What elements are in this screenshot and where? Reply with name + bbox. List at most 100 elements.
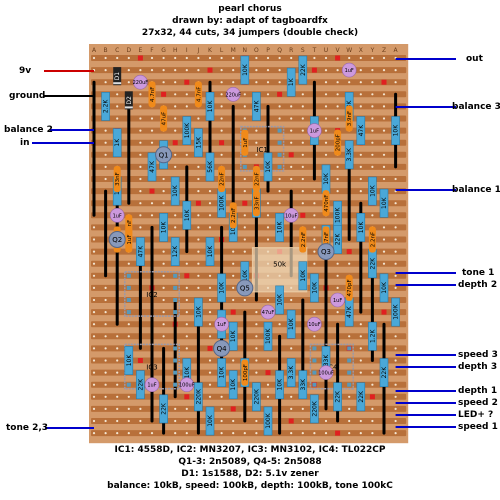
strip-hole — [185, 335, 188, 338]
ic-pin — [126, 298, 131, 302]
ceramic-capacitor-label: 22nF — [254, 172, 260, 186]
strip-hole — [371, 93, 374, 96]
strip-cut — [335, 55, 341, 61]
strip-cut — [207, 345, 213, 351]
strip-hole — [301, 93, 304, 96]
strip-hole — [371, 419, 374, 423]
ceramic-capacitor — [148, 81, 156, 108]
ic-socket — [124, 271, 180, 317]
strip-hole — [301, 165, 304, 168]
resistor — [275, 370, 284, 400]
strip-hole — [382, 165, 386, 168]
strip-cut — [161, 91, 167, 97]
resistor-label: 22K — [381, 366, 388, 379]
resistor — [112, 128, 122, 158]
ceramic-capacitor — [299, 226, 307, 253]
strip-hole — [139, 129, 142, 132]
strip-hole — [243, 226, 246, 229]
column-letter: N — [243, 47, 248, 54]
strip-hole — [290, 105, 293, 108]
ic-pin — [126, 382, 131, 387]
strip-hole — [197, 177, 200, 181]
copper-strip — [91, 309, 407, 316]
strip-cut — [219, 140, 225, 146]
resistor-label: 22K — [300, 63, 307, 76]
resistor — [379, 273, 389, 303]
column-letter: C — [115, 47, 119, 54]
ic-pin — [347, 358, 352, 363]
strip-hole — [359, 359, 362, 362]
label-depth-1: depth 1 — [458, 386, 498, 396]
strip-cut — [207, 67, 213, 73]
strip-hole — [371, 432, 374, 435]
strip-hole — [162, 177, 165, 181]
resistor-label: 10K — [277, 221, 284, 234]
strip-hole — [266, 214, 270, 217]
strip-hole — [301, 153, 304, 156]
resistor-label: 10K — [369, 184, 376, 197]
electrolytic-capacitor — [179, 377, 195, 393]
strip-hole — [301, 141, 304, 144]
strip-hole — [220, 129, 223, 132]
strip-hole — [394, 274, 397, 277]
column-letter: Q — [277, 47, 282, 54]
strip-hole — [255, 347, 258, 350]
strip-hole — [255, 419, 258, 423]
strip-hole — [208, 298, 212, 302]
column-letter: O — [254, 47, 259, 54]
ceramic-capacitor-label: 47uF — [162, 112, 168, 126]
electrolytic-capacitor-label: 47uF — [262, 310, 275, 316]
ceramic-capacitor — [241, 359, 249, 386]
strip-hole — [92, 56, 96, 60]
strip-hole — [150, 202, 154, 205]
resistor-label: 10K — [381, 196, 388, 209]
strip-hole — [185, 153, 188, 156]
strip-cut — [335, 430, 341, 436]
strip-hole — [185, 286, 188, 289]
strip-hole — [290, 395, 293, 398]
strip-hole — [324, 117, 328, 120]
resistor-label: 47K — [253, 100, 260, 113]
transistor — [213, 339, 231, 357]
ceramic-capacitor-label: 2.2nF — [301, 232, 307, 247]
strip-hole — [301, 419, 304, 423]
footer-ic-list: IC1: 4558D, IC2: MN3207, IC3: MN3102, IC… — [114, 445, 386, 455]
ceramic-capacitor-label: 1uF — [243, 138, 249, 148]
strip-hole — [185, 56, 188, 60]
strip-hole — [359, 190, 362, 193]
strip-hole — [255, 129, 258, 132]
strip-hole — [232, 298, 235, 302]
strip-hole — [255, 311, 258, 314]
resistor — [205, 152, 215, 182]
strip-hole — [278, 202, 281, 205]
strip-cut — [265, 370, 271, 376]
resistor-label: 47K — [358, 124, 365, 137]
strip-hole — [371, 105, 374, 108]
strip-hole — [220, 419, 223, 423]
strip-hole — [266, 93, 270, 96]
strip-hole — [382, 250, 386, 253]
strip-hole — [382, 226, 386, 229]
strip-hole — [278, 56, 281, 60]
strip-hole — [324, 153, 328, 156]
resistor — [217, 273, 226, 303]
label-speed-3: speed 3 — [458, 350, 498, 360]
resistor-label: 10K — [300, 269, 307, 282]
strip-hole — [220, 56, 223, 60]
electrolytic-capacitor — [283, 208, 299, 223]
resistor-label: 10K — [172, 184, 179, 197]
transistor-label: Q1 — [159, 151, 169, 159]
resistor — [124, 346, 134, 375]
strip-hole — [208, 323, 212, 326]
ceramic-capacitor-label: 22nF — [220, 172, 226, 186]
resistor — [101, 92, 110, 121]
strip-hole — [301, 407, 304, 410]
strip-hole — [290, 347, 293, 350]
resistor — [286, 67, 296, 97]
strip-hole — [359, 347, 362, 350]
strip-hole — [139, 419, 142, 423]
resistor — [344, 140, 354, 170]
strip-hole — [174, 129, 177, 132]
strip-hole — [150, 141, 154, 144]
resistor-label: 100K — [393, 303, 400, 319]
